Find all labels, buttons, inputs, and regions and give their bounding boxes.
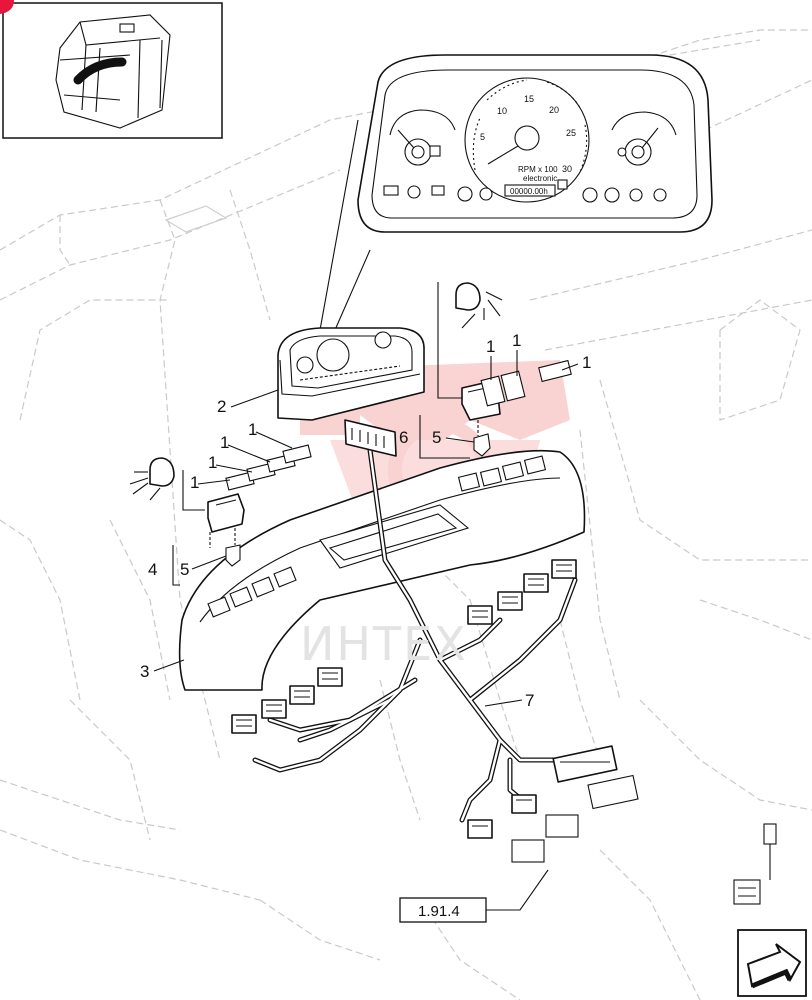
callout-1: 1 bbox=[190, 473, 199, 492]
badge-marker bbox=[0, 0, 14, 14]
tach-label-30: 30 bbox=[562, 164, 572, 174]
callout-5: 5 bbox=[180, 560, 189, 579]
instrument-cluster-part-2 bbox=[277, 327, 425, 421]
rpm-unit-label: RPM x 100 bbox=[518, 165, 558, 174]
hour-meter-display: 00000.00h bbox=[510, 187, 548, 196]
callout-4: 4 bbox=[148, 560, 157, 579]
reference-label[interactable]: 1.91.4 bbox=[418, 903, 460, 920]
wiring-harness-part-7 bbox=[252, 447, 578, 823]
callout-1: 1 bbox=[208, 453, 217, 472]
harness-connectors-left bbox=[231, 667, 343, 734]
tachometer: 5 10 15 20 25 30 RPM x 100 electronic 00… bbox=[464, 77, 590, 203]
switch-assembly-right bbox=[419, 282, 572, 459]
fuel-gauge bbox=[389, 109, 456, 166]
reference-link-box[interactable]: 1.91.4 bbox=[399, 869, 549, 923]
tractor-cab-icon bbox=[55, 14, 171, 129]
callout-6: 6 bbox=[399, 428, 408, 447]
instrument-cluster-detail: 5 10 15 20 25 30 RPM x 100 electronic 00… bbox=[357, 54, 713, 233]
headlight-icon bbox=[129, 457, 175, 501]
tach-label-5: 5 bbox=[480, 132, 485, 142]
warning-lamps bbox=[383, 179, 667, 203]
callout-1: 1 bbox=[582, 353, 591, 372]
console-switch-slots-left bbox=[207, 566, 297, 618]
headlight-icon bbox=[455, 282, 503, 329]
switch-assembly-left bbox=[129, 444, 312, 586]
watermark-text: ИНТЕХ bbox=[300, 617, 468, 671]
tach-label-15: 15 bbox=[524, 94, 534, 104]
callout-3: 3 bbox=[140, 662, 149, 681]
callout-2: 2 bbox=[217, 397, 226, 416]
connector-part-6 bbox=[344, 419, 397, 457]
callout-1: 1 bbox=[248, 420, 257, 439]
tach-label-25: 25 bbox=[566, 128, 576, 138]
callouts: 1 1 1 1 1 1 1 2 3 4 5 5 6 7 bbox=[140, 331, 591, 710]
cab-thumbnail bbox=[0, 0, 223, 139]
callout-1: 1 bbox=[512, 331, 521, 350]
console-switch-slots-right bbox=[457, 455, 547, 492]
next-page-button[interactable] bbox=[737, 929, 807, 997]
callout-7: 7 bbox=[525, 691, 534, 710]
temperature-gauge bbox=[611, 111, 677, 166]
side-connector-ghost bbox=[733, 823, 777, 905]
callout-1: 1 bbox=[486, 337, 495, 356]
harness-connectors-right bbox=[467, 559, 577, 625]
callout-5: 5 bbox=[432, 428, 441, 447]
cab-ghost-outline bbox=[0, 29, 812, 1000]
tach-label-20: 20 bbox=[549, 105, 559, 115]
harness-connectors-lower bbox=[467, 745, 639, 863]
electronic-label: electronic bbox=[523, 174, 557, 183]
tach-label-10: 10 bbox=[497, 106, 507, 116]
dashboard-console-part-3 bbox=[178, 449, 586, 691]
callout-1: 1 bbox=[220, 433, 229, 452]
